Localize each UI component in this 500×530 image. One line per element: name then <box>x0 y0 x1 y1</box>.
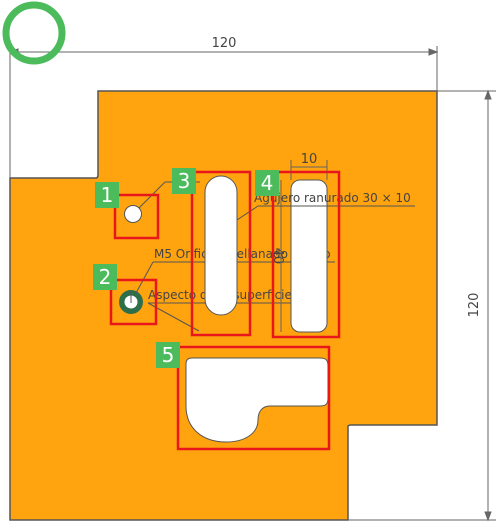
highlight-label-3: 3 <box>172 168 196 194</box>
slot-left <box>204 175 238 316</box>
corner-marker-ring <box>2 1 66 65</box>
highlight-label-4: 4 <box>255 170 279 196</box>
slot-note: Agujero ranurado 30 × 10 <box>254 191 411 205</box>
plain-hole <box>124 205 142 223</box>
highlight-boxes <box>109 170 341 451</box>
countersink-leader <box>135 261 154 294</box>
highlight-box-1 <box>113 193 160 240</box>
highlight-label-2: 2 <box>93 264 117 290</box>
countersink-note: M5 Orificio avellanado cónico <box>154 247 331 261</box>
slot-right <box>290 179 328 333</box>
highlight-box-3 <box>190 170 252 337</box>
slot-width-value: 10 <box>301 152 318 167</box>
highlight-box-5 <box>176 345 331 451</box>
highlight-label-5: 5 <box>156 342 180 368</box>
dimension-right <box>348 89 496 522</box>
dimension-right-value: 120 <box>467 293 482 318</box>
highlight-box-2 <box>109 278 158 326</box>
highlight-label-1: 1 <box>95 182 119 208</box>
slot-note-leader <box>236 205 259 221</box>
highlight-box-4 <box>271 170 341 339</box>
dimension-top-value: 120 <box>212 36 237 51</box>
slot-width-dimension <box>290 160 328 180</box>
